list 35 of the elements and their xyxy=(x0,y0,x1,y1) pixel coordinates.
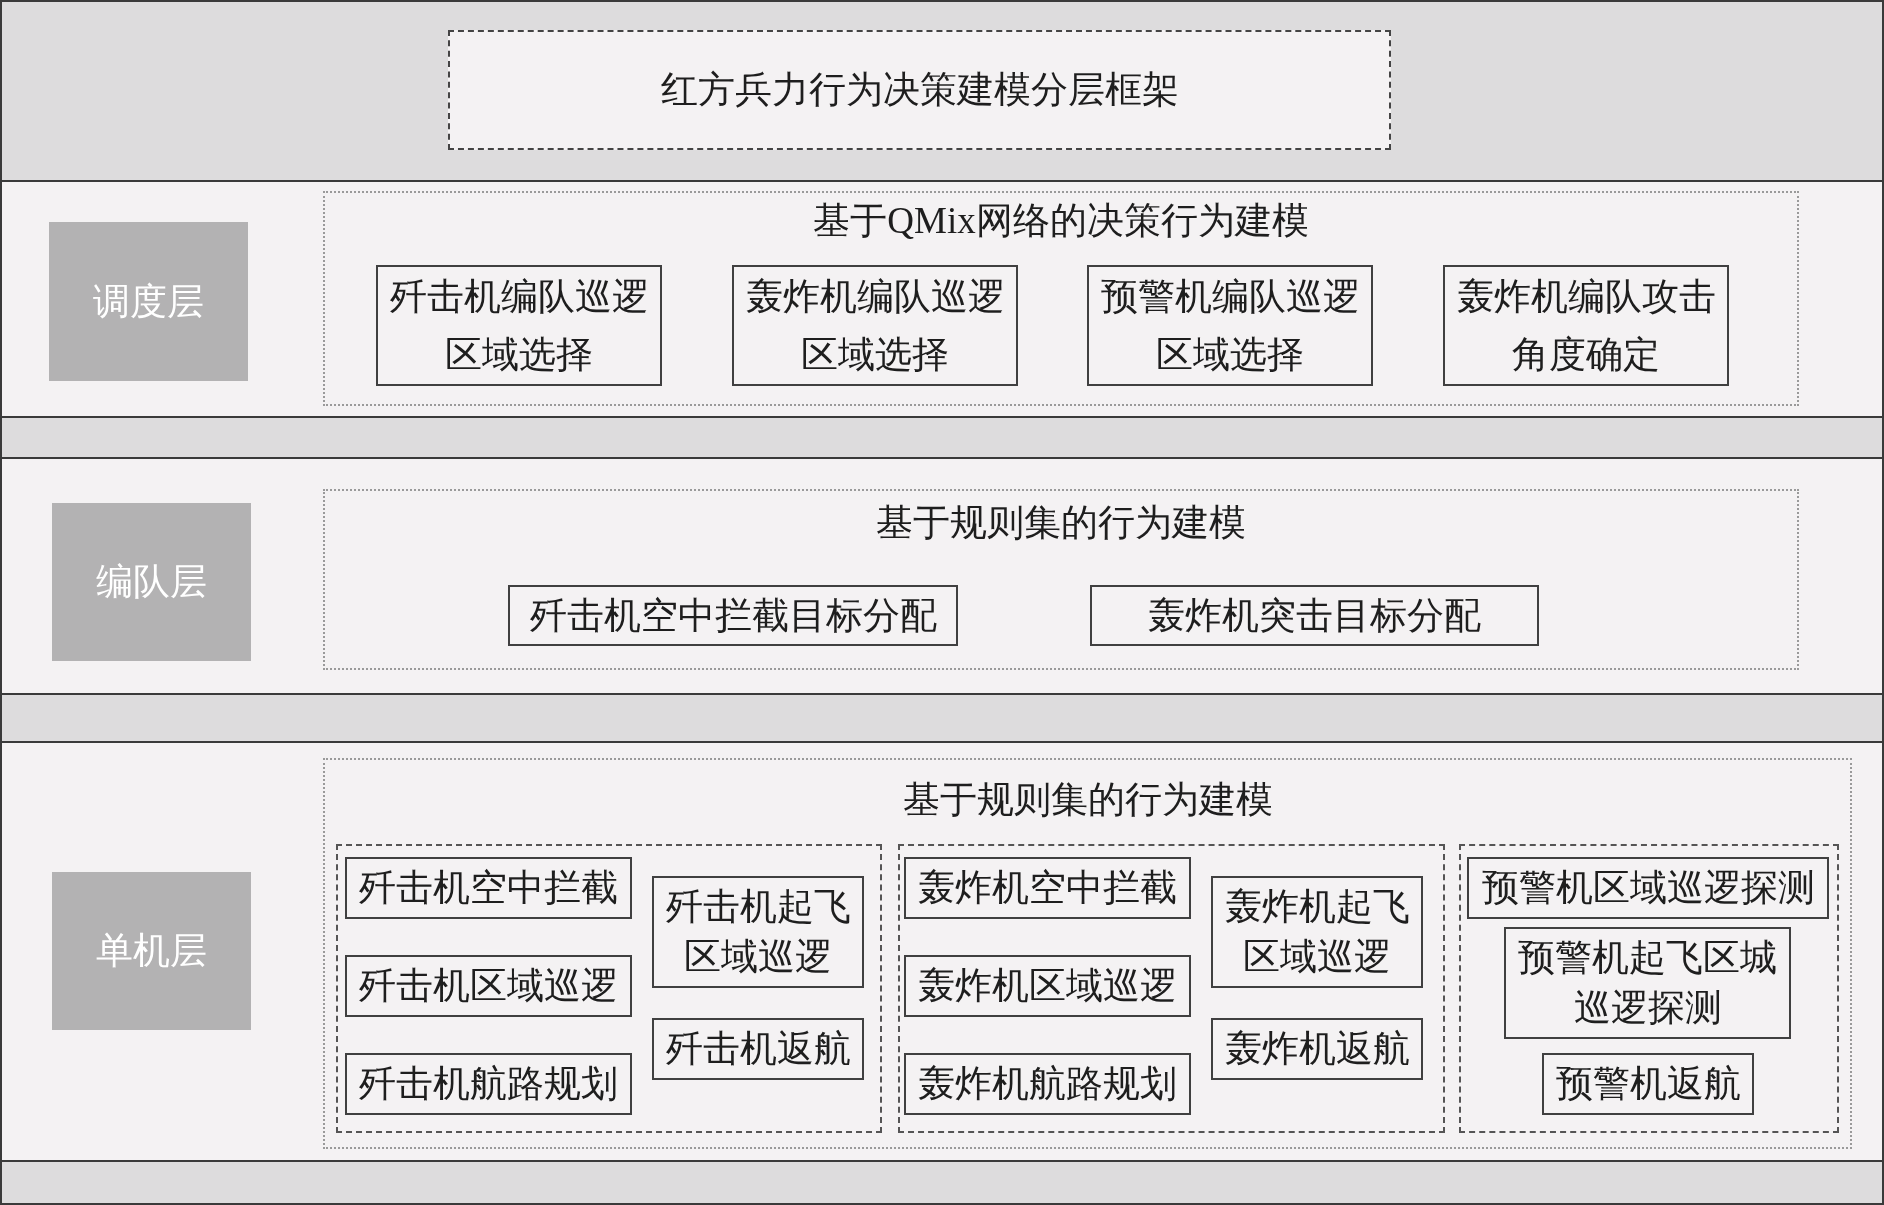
method-heading: 基于规则集的行为建模 xyxy=(876,501,1246,545)
group-frame xyxy=(898,844,1445,1133)
task-box: 歼击机起飞区域巡逻 xyxy=(652,876,864,988)
layer-tag: 编队层 xyxy=(52,503,251,661)
task-box: 轰炸机编队巡逻区域选择 xyxy=(732,265,1018,386)
layer-tag: 调度层 xyxy=(49,222,248,381)
task-box: 歼击机航路规划 xyxy=(345,1053,632,1115)
method-frame xyxy=(323,191,1799,406)
layer-band xyxy=(0,180,1884,418)
task-box: 轰炸机编队攻击角度确定 xyxy=(1443,265,1729,386)
task-box: 歼击机区域巡逻 xyxy=(345,955,632,1017)
title-box: 红方兵力行为决策建模分层框架 xyxy=(448,30,1391,150)
group-frame xyxy=(1459,844,1839,1133)
task-box: 歼击机返航 xyxy=(652,1018,864,1080)
task-box: 预警机返航 xyxy=(1542,1053,1754,1115)
method-heading: 基于QMix网络的决策行为建模 xyxy=(813,199,1309,243)
task-box: 轰炸机返航 xyxy=(1211,1018,1423,1080)
task-box: 歼击机空中拦截 xyxy=(345,857,632,919)
task-box: 轰炸机航路规划 xyxy=(904,1053,1191,1115)
task-box: 轰炸机区域巡逻 xyxy=(904,955,1191,1017)
task-box: 预警机区域巡逻探测 xyxy=(1467,857,1829,919)
layer-band xyxy=(0,457,1884,695)
task-box: 歼击机编队巡逻区域选择 xyxy=(376,265,662,386)
group-frame xyxy=(336,844,882,1133)
method-heading: 基于规则集的行为建模 xyxy=(902,778,1273,822)
task-box: 轰炸机突击目标分配 xyxy=(1090,585,1539,646)
layer-band xyxy=(0,741,1884,1162)
layer-tag: 单机层 xyxy=(52,872,251,1030)
task-box: 轰炸机空中拦截 xyxy=(904,857,1191,919)
task-box: 轰炸机起飞区域巡逻 xyxy=(1211,876,1423,988)
task-box: 预警机起飞区城巡逻探测 xyxy=(1504,927,1791,1039)
task-box: 预警机编队巡逻区域选择 xyxy=(1087,265,1373,386)
method-frame xyxy=(323,758,1852,1149)
task-box: 歼击机空中拦截目标分配 xyxy=(508,585,958,646)
method-frame xyxy=(323,489,1799,670)
